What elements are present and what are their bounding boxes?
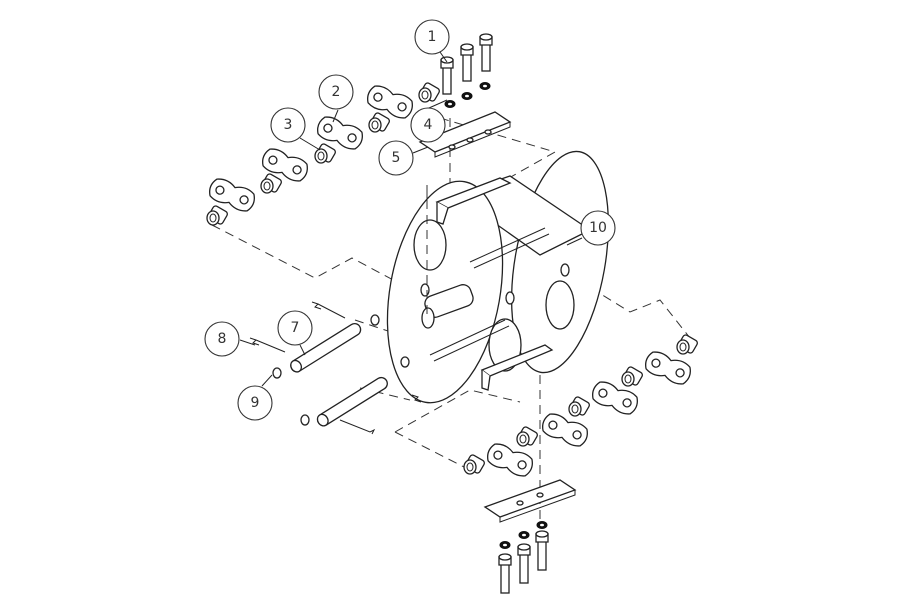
balloon-label: 4 (424, 117, 433, 133)
balloon-label: 3 (284, 117, 293, 133)
bolt (440, 56, 454, 95)
upper-mount-plate (418, 111, 512, 158)
cotter-pin (311, 301, 346, 319)
bolt (535, 530, 549, 571)
bolt (479, 33, 493, 72)
balloon-label: 7 (291, 320, 300, 336)
washer-hole (448, 102, 452, 106)
chain-link-plate (367, 85, 413, 119)
pin (290, 322, 362, 373)
bolt (498, 553, 512, 594)
bushing (314, 143, 336, 164)
cotter-pin (249, 337, 286, 353)
leader-lines (239, 51, 583, 387)
balloon-5: 5 (378, 140, 414, 176)
balloon-1: 1 (414, 19, 450, 55)
balloon-label: 9 (251, 395, 260, 411)
bolts-upper (440, 33, 493, 108)
chain-link-plate (262, 148, 308, 182)
lower-mount-plate (483, 479, 577, 523)
wheel-hole (413, 219, 447, 271)
bushing (206, 205, 228, 226)
chain-link-plate (645, 351, 691, 385)
washer (300, 414, 310, 426)
balloon-label: 8 (218, 331, 227, 347)
chain-link-plate (542, 413, 588, 447)
chain-links (206, 82, 698, 477)
balloon-9: 9 (237, 385, 273, 421)
chain-link-plate (592, 381, 638, 415)
cotter-pin (411, 394, 422, 403)
washer-hole (540, 523, 544, 527)
bushing (568, 396, 590, 417)
bushing (260, 173, 282, 194)
bushing (463, 454, 485, 475)
balloon-7: 7 (277, 310, 313, 346)
washer-hole (522, 533, 526, 537)
bolts-lower (498, 521, 549, 594)
balloon-3: 3 (270, 107, 306, 143)
washer (400, 356, 410, 368)
washer (370, 314, 380, 326)
pins (249, 301, 422, 435)
chain-link-plate (317, 116, 363, 150)
washer-hole (503, 543, 507, 547)
chain-link-plate (209, 178, 255, 212)
bushing (516, 426, 538, 447)
balloon-label: 2 (332, 84, 341, 100)
balloon-4: 4 (410, 107, 446, 143)
balloon-label: 1 (428, 29, 437, 45)
bolt (460, 43, 474, 82)
cotter-pin (339, 419, 376, 435)
balloon-2: 2 (318, 74, 354, 110)
washer-hole (483, 84, 487, 88)
chain-link-plate (487, 443, 533, 477)
bolt (517, 543, 531, 584)
balloon-label: 10 (589, 220, 607, 236)
bushing (418, 82, 440, 103)
bushing (676, 334, 698, 355)
washer (272, 367, 282, 379)
balloon-10: 10 (580, 210, 616, 246)
bushing (621, 366, 643, 387)
balloon-label: 5 (392, 150, 401, 166)
bushing (368, 112, 390, 133)
washer-hole (465, 94, 469, 98)
pin (316, 376, 388, 427)
balloon-8: 8 (204, 321, 240, 357)
wheel-assembly (386, 150, 610, 404)
